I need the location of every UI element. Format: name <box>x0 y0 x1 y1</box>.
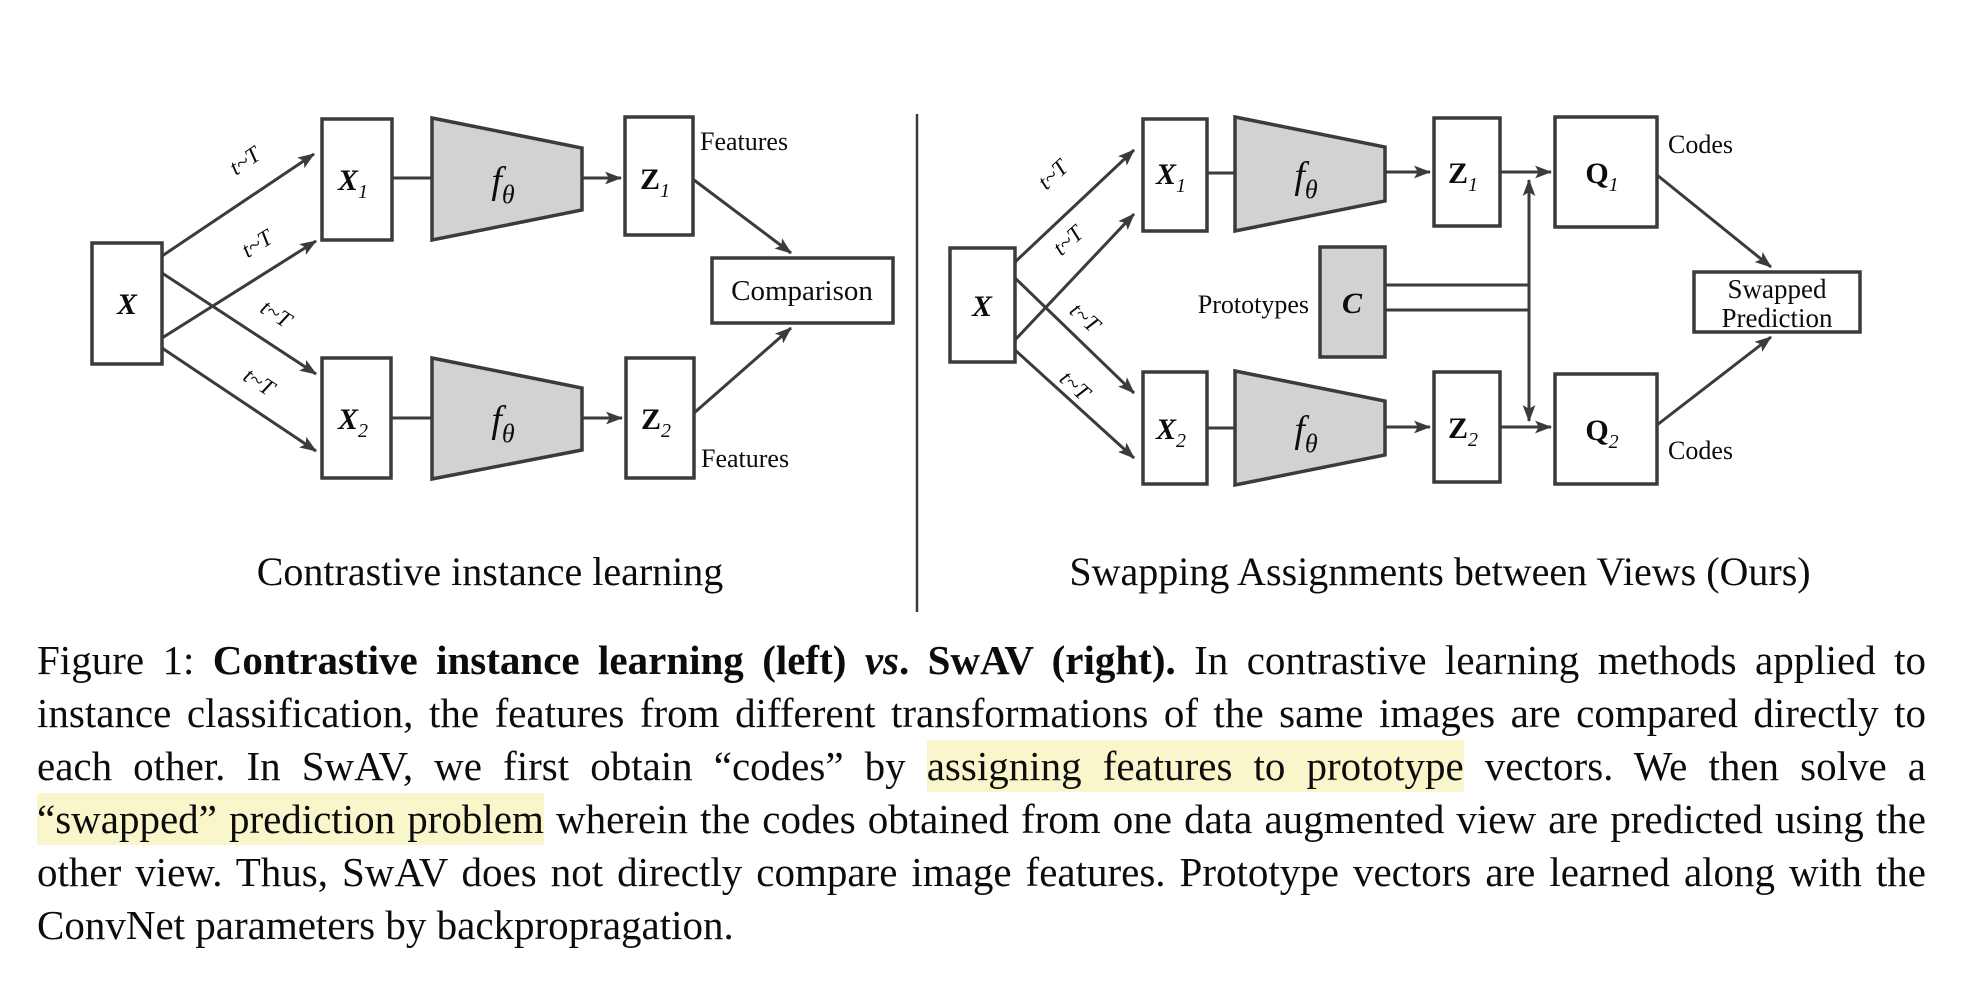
caption-highlight-1: assigning features to prototype <box>926 740 1464 792</box>
right-view2-box <box>1141 370 1209 486</box>
right-feat1-box <box>1432 116 1502 228</box>
right-aug-label-4: t~T <box>1055 366 1097 407</box>
left-z2-to-comparison-arrow <box>693 326 792 415</box>
right-view2-label: X2 <box>1155 413 1186 452</box>
caption-prefix: Figure 1: <box>37 637 213 683</box>
left-view2-box <box>320 356 393 480</box>
caption-body-1: In contrastive learning methods applied … <box>37 637 1927 789</box>
right-prototypes-box <box>1318 245 1387 359</box>
figure-caption: Figure 1: Contrastive instance learning … <box>37 634 1926 952</box>
right-encoder-trapezoid-top <box>1233 114 1387 234</box>
caption-body-2: vectors. We then solve a <box>1463 743 1926 789</box>
right-prototypes-label: Prototypes <box>1198 290 1309 319</box>
left-aug-label-4: t~T <box>239 363 281 402</box>
caption-bold-italic-vs: vs <box>864 637 899 683</box>
left-diagram-caption: Contrastive instance learning <box>257 549 724 594</box>
left-aug-label-2: t~T <box>237 223 279 262</box>
right-input-label: X <box>971 290 993 323</box>
right-diagram-caption: Swapping Assignments between Views (Ours… <box>1069 549 1810 594</box>
right-feat2-box <box>1432 370 1502 484</box>
left-input-label: X <box>116 288 138 321</box>
caption-body-3: wherein the codes obtained from one data… <box>37 796 1926 948</box>
right-c-label: C <box>1342 287 1363 320</box>
left-view1-box <box>320 117 394 242</box>
caption-bold-title-2: . SwAV (right). <box>898 637 1176 683</box>
left-features-bottom-label: Features <box>701 444 789 473</box>
right-aug-arrow-2 <box>1013 212 1136 342</box>
caption-bold-title-1: Contrastive instance learning (left) <box>212 637 865 683</box>
right-codes2-box <box>1553 372 1659 486</box>
right-codes2-label: Q2 <box>1585 414 1618 453</box>
left-aug-label-3: t~T <box>256 295 298 334</box>
left-features-top-label: Features <box>700 127 788 156</box>
left-view1-label: X1 <box>337 164 368 203</box>
left-feat1-label: Z1 <box>640 163 670 202</box>
right-diagram: t~T t~T t~T t~T <box>948 114 1862 594</box>
right-swapped-line1: Swapped <box>1728 274 1827 304</box>
left-input-box <box>90 241 164 366</box>
right-codes1-label: Q1 <box>1585 157 1618 196</box>
left-comparison-label: Comparison <box>731 275 873 307</box>
right-aug-arrow-1 <box>1013 148 1136 264</box>
left-encoder-trapezoid-bottom <box>430 355 584 482</box>
right-swapped-prediction-box <box>1692 270 1862 334</box>
left-aug-arrow-2 <box>161 239 317 340</box>
left-encoder-trapezoid-top <box>430 115 584 243</box>
right-feat2-label: Z2 <box>1448 412 1478 451</box>
left-feat1-box <box>623 115 695 237</box>
right-aug-arrow-4 <box>1013 348 1136 460</box>
left-comparison-box <box>710 256 895 325</box>
left-z1-to-comparison-arrow <box>693 178 792 255</box>
left-aug-arrow-3 <box>161 271 317 376</box>
right-input-box <box>948 246 1017 364</box>
left-aug-arrow-4 <box>161 346 317 453</box>
right-swapped-line2: Prediction <box>1722 303 1833 333</box>
right-q2-to-swapped-arrow <box>1656 335 1772 427</box>
figure-diagrams: t~T t~T t~T t~T X X1 X2 fθ fθ <box>90 114 1862 612</box>
left-diagram: t~T t~T t~T t~T X X1 X2 fθ fθ <box>90 115 895 594</box>
right-codes1-box <box>1553 115 1659 229</box>
caption-highlight-2: “swapped” prediction problem <box>37 793 544 845</box>
left-feat2-label: Z2 <box>641 403 671 442</box>
right-view1-label: X1 <box>1155 158 1186 197</box>
left-aug-label-1: t~T <box>225 140 267 180</box>
right-view1-box <box>1141 117 1209 233</box>
left-aug-arrow-1 <box>161 152 315 258</box>
left-feat2-box <box>624 356 696 480</box>
right-aug-label-1: t~T <box>1033 153 1075 194</box>
right-aug-arrow-3 <box>1013 276 1136 395</box>
right-codes-top-label: Codes <box>1668 130 1733 159</box>
right-encoder-trapezoid-bottom <box>1233 368 1387 488</box>
right-codes-bottom-label: Codes <box>1668 436 1733 465</box>
left-view2-label: X2 <box>337 403 368 442</box>
right-feat1-label: Z1 <box>1448 157 1478 196</box>
right-q1-to-swapped-arrow <box>1656 173 1772 269</box>
